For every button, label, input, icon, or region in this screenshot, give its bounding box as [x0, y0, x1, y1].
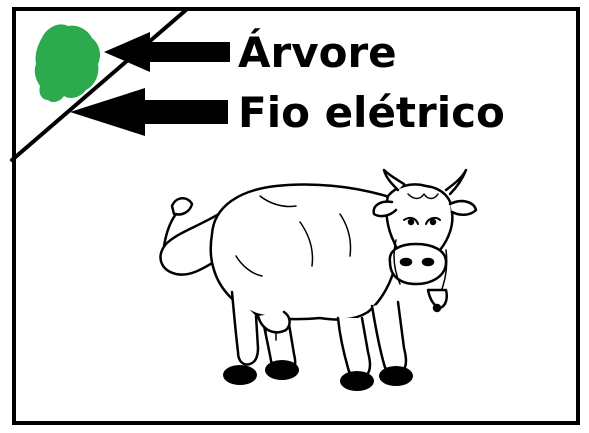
electric-wire-line	[10, 8, 188, 162]
tree-label: Árvore	[238, 28, 397, 77]
wire-label: Fio elétrico	[238, 88, 505, 137]
arrow-to-tree-icon	[104, 32, 230, 72]
cow-hooves	[223, 360, 413, 391]
cow-illustration	[159, 168, 478, 380]
arrow-to-wire-icon	[70, 88, 228, 136]
tree-icon	[34, 24, 100, 103]
